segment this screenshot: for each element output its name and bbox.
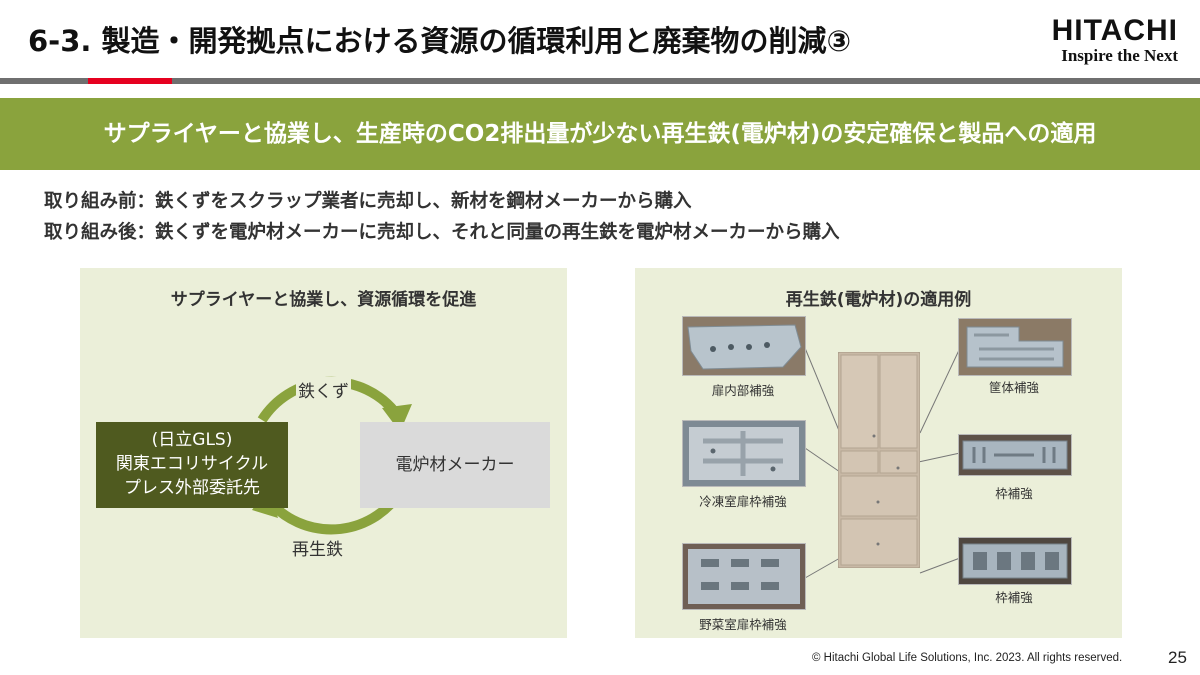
vegetable-door-frame-caption: 野菜室扉枠補強 [699,617,787,632]
header-accent-bar [88,78,172,84]
frame-reinforcement-photo-1 [958,434,1072,476]
door-inner-reinforcement-caption: 扉内部補強 [711,383,775,398]
page-number: 25 [1168,648,1187,667]
supplier-line-3: プレス外部委託先 [124,478,260,498]
frame-reinforcement-caption-2: 枠補強 [995,590,1033,605]
supplier-line-1: (日立GLS) [151,430,233,450]
supplier-box [96,422,288,508]
cabinet-reinforcement-photo [958,318,1072,376]
freezer-door-frame-caption: 冷凍室扉枠補強 [699,494,787,509]
frame-reinforcement-caption-1: 枠補強 [995,486,1033,501]
refrigerator-image [838,352,920,568]
supplier-box-text: (日立GLS) 関東エコリサイクル プレス外部委託先 [96,428,288,500]
vegetable-door-frame-photo [682,543,806,610]
page-title: 6-3. 製造・開発拠点における資源の循環利用と廃棄物の削減③ [28,24,852,58]
after-description: 取り組み後：鉄くずを電炉材メーカーに売却し、それと同量の再生鉄を電炉材メーカーか… [44,222,840,243]
examples-panel-title: 再生鉄(電炉材)の適用例 [785,290,972,310]
summary-banner [0,98,1200,170]
hitachi-logo: HITACHI [1051,14,1178,47]
maker-box [360,422,550,508]
frame-reinforcement-photo-2 [958,537,1072,585]
recycled-iron-flow-label: 再生鉄 [290,535,345,560]
cabinet-reinforcement-caption: 筐体補強 [988,380,1039,395]
logo-tagline: Inspire the Next [1061,46,1178,65]
header-divider [0,78,1200,84]
supplier-line-2: 関東エコリサイクル [115,454,269,474]
before-description: 取り組み前：鉄くずをスクラップ業者に売却し、新材を鋼材メーカーから購入 [44,191,692,212]
arrow-to-maker-head [382,404,412,432]
scrap-flow-label: 鉄くず [296,377,351,402]
door-inner-reinforcement-photo [682,316,806,376]
maker-box-text: 電炉材メーカー [395,455,515,475]
copyright-notice: © Hitachi Global Life Solutions, Inc. 20… [812,652,1123,664]
arrow-to-supplier [266,492,403,535]
summary-banner-text: サプライヤーと協業し、生産時のCO2排出量が少ない再生鉄(電炉材)の安定確保と製… [103,121,1097,147]
freezer-door-frame-photo [682,420,806,487]
cycle-panel-title: サプライヤーと協業し、資源循環を促進 [170,290,477,310]
